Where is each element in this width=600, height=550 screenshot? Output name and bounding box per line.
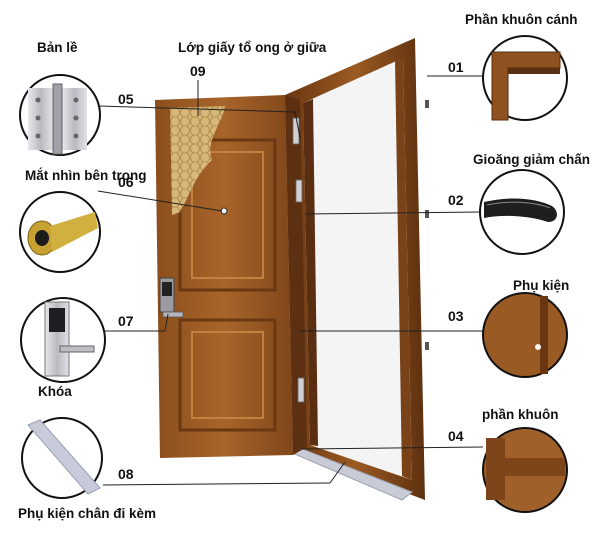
number-06: 06 [118,174,134,190]
label-lock: Khóa [38,384,72,399]
number-07: 07 [118,313,134,329]
accessory-detail [482,292,568,378]
label-bottom-accessory: Phụ kiện chân đi kèm [18,506,157,521]
label-gasket: Gioăng giảm chấn [473,152,591,167]
number-09: 09 [190,63,206,79]
leader-lines [97,75,484,486]
label-leaf-frame: Phần khuôn cánh [465,12,578,27]
door-frame [285,38,429,500]
number-05: 05 [118,91,134,107]
label-honeycomb: Lớp giấy tổ ong ở giữa [178,40,327,55]
label-peephole: Mắt nhìn bên trong [25,168,147,183]
lock-detail [20,297,106,383]
label-frame-part: phần khuôn [482,407,559,422]
threshold-detail [21,417,103,499]
number-01: 01 [448,59,464,75]
label-accessory: Phụ kiện [513,278,570,293]
number-04: 04 [448,428,464,444]
door-leaf [155,95,307,458]
peephole-detail [19,191,101,273]
number-08: 08 [118,466,134,482]
gasket-detail [479,169,565,255]
label-hinge: Bản lề [37,40,78,55]
frame-part-detail [482,427,568,513]
leaf-frame-detail [482,35,568,121]
number-03: 03 [448,308,464,324]
number-02: 02 [448,192,464,208]
hinge-detail [19,74,101,156]
